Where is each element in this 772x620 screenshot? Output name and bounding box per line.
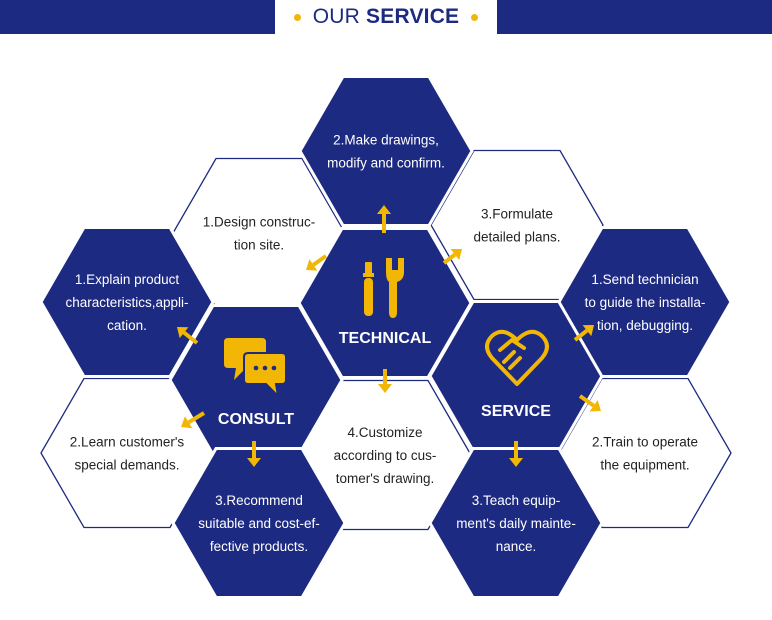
step-text-t1: 1.Design construc-tion site. bbox=[203, 215, 316, 253]
arrow-to-s1-icon bbox=[573, 325, 594, 342]
title-bold: SERVICE bbox=[366, 5, 460, 28]
step-text-line: modify and confirm. bbox=[327, 156, 445, 171]
title-prefix: OUR bbox=[312, 5, 360, 28]
step-text-line: 1.Design construc- bbox=[203, 215, 316, 230]
step-text-line: tion, debugging. bbox=[597, 318, 693, 333]
arrow-to-c3-icon bbox=[247, 441, 261, 467]
arrow-to-s2-icon bbox=[578, 394, 601, 412]
hub-hex-technical bbox=[297, 227, 473, 379]
arrow-layer bbox=[177, 205, 601, 467]
step-text-s3: 3.Teach equip-ment's daily mainte-nance. bbox=[456, 493, 576, 554]
step-text-line: to guide the installa- bbox=[585, 295, 706, 310]
arrow-to-t3-icon bbox=[442, 249, 462, 265]
arrow-to-c2-icon bbox=[181, 411, 206, 429]
text-layer: 1.Design construc-tion site. 2.Make drawi… bbox=[65, 133, 705, 555]
arrow-to-c1-icon bbox=[177, 327, 199, 345]
step-text-line: fective products. bbox=[210, 539, 308, 554]
step-hex-c1 bbox=[39, 226, 215, 378]
tools-icon bbox=[363, 258, 404, 318]
step-text-line: tion site. bbox=[234, 238, 284, 253]
step-text-line: characteristics,appli- bbox=[65, 295, 188, 310]
step-text-line: according to cus- bbox=[334, 448, 437, 463]
header-title-box: OUR SERVICE bbox=[275, 0, 497, 34]
step-hex-s3 bbox=[428, 447, 604, 599]
step-text-line: 3.Recommend bbox=[215, 493, 303, 508]
header-banner: OUR SERVICE bbox=[0, 0, 772, 34]
step-text-t4: 4.Customize according to cus-tomer's draw… bbox=[334, 425, 437, 486]
left-dot-icon bbox=[293, 13, 301, 21]
step-text-line: tomer's drawing. bbox=[336, 471, 435, 486]
arrow-to-t2-icon bbox=[377, 205, 391, 233]
step-text-line: ment's daily mainte- bbox=[456, 516, 576, 531]
icon-layer bbox=[224, 258, 549, 399]
step-hex-c3 bbox=[171, 447, 347, 599]
step-text-c2: 2.Learn customer's special demands. bbox=[70, 435, 185, 473]
step-text-line: 3.Teach equip- bbox=[472, 493, 561, 508]
step-text-s2: 2.Train to operate the equipment. bbox=[592, 435, 698, 473]
arrow-to-s3-icon bbox=[509, 441, 523, 467]
step-text-line: 2.Learn customer's bbox=[70, 435, 185, 450]
step-text-line: suitable and cost-ef- bbox=[198, 516, 320, 531]
arrow-to-t1-icon bbox=[306, 254, 328, 271]
step-text-t3: 3.Formulate detailed plans. bbox=[473, 207, 560, 245]
chat-bubbles-icon bbox=[224, 338, 287, 399]
step-text-line: 4.Customize bbox=[347, 425, 422, 440]
step-text-line: 3.Formulate bbox=[481, 207, 553, 222]
step-text-line: the equipment. bbox=[600, 458, 689, 473]
step-text-s1: 1.Send technician to guide the installa-t… bbox=[585, 272, 706, 333]
page-title: OUR SERVICE bbox=[313, 5, 460, 29]
step-text-line: 2.Train to operate bbox=[592, 435, 698, 450]
step-text-line: 1.Explain product bbox=[75, 272, 180, 287]
hub-label-service: SERVICE bbox=[481, 403, 551, 420]
step-text-line: 2.Make drawings, bbox=[333, 133, 439, 148]
step-text-line: cation. bbox=[107, 318, 147, 333]
step-text-c1: 1.Explain product characteristics,appli-c… bbox=[65, 272, 188, 333]
step-text-line: special demands. bbox=[74, 458, 179, 473]
arrow-to-t4-icon bbox=[378, 369, 392, 393]
right-dot-icon bbox=[471, 13, 479, 21]
step-hex-s1 bbox=[557, 226, 733, 378]
step-hex-t2 bbox=[298, 75, 474, 227]
step-text-line: nance. bbox=[496, 539, 537, 554]
step-text-line: detailed plans. bbox=[473, 230, 560, 245]
hub-label-technical: TECHNICAL bbox=[339, 330, 432, 347]
hub-label-consult: CONSULT bbox=[218, 411, 294, 428]
step-text-c3: 3.Recommend suitable and cost-ef-fective … bbox=[198, 493, 320, 554]
step-text-line: 1.Send technician bbox=[591, 272, 698, 287]
step-text-t2: 2.Make drawings, modify and confirm. bbox=[327, 133, 445, 171]
handshake-heart-icon bbox=[485, 329, 549, 386]
